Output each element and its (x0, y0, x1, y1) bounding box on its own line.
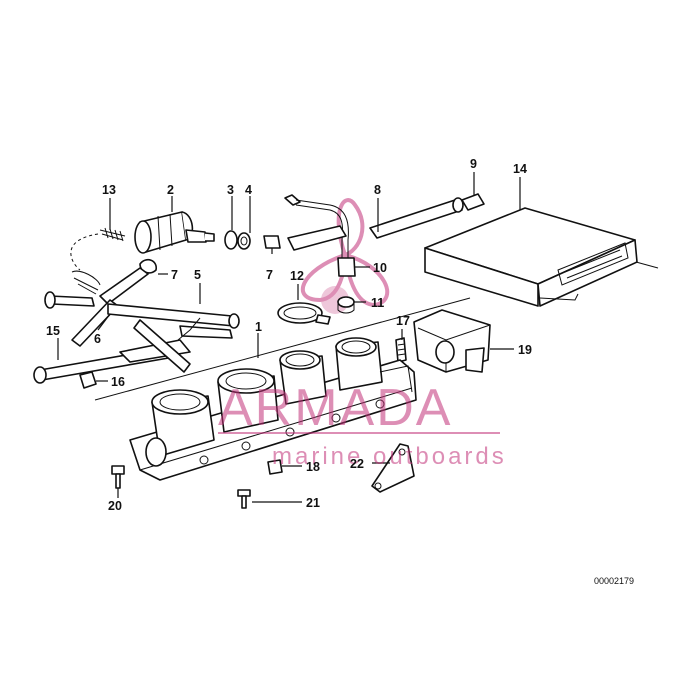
callout-13: 13 (102, 183, 116, 197)
callout-8: 8 (374, 183, 381, 197)
watermark-brand: ARMADA (218, 379, 452, 437)
pressure-regulator (134, 211, 215, 254)
throttle-body-assembly (129, 337, 417, 481)
callout-5: 5 (194, 268, 201, 282)
callout-15: 15 (46, 324, 60, 338)
callout-labels: 13 2 3 4 8 9 14 7 7 5 12 10 11 1 6 15 16… (46, 157, 532, 513)
bolts-and-bracket (111, 443, 415, 509)
watermark-tagline: marine outboards (272, 443, 507, 470)
callout-17: 17 (396, 314, 410, 328)
callout-7b: 7 (266, 268, 273, 282)
leader-lines (57, 172, 521, 503)
clamp-and-seal (277, 296, 355, 325)
callout-19: 19 (518, 343, 532, 357)
spring-hose (70, 227, 126, 295)
callout-20: 20 (108, 499, 122, 513)
callout-21: 21 (306, 496, 320, 510)
callout-4: 4 (245, 183, 252, 197)
callout-3: 3 (227, 183, 234, 197)
callout-14: 14 (513, 162, 527, 176)
callout-9: 9 (470, 157, 477, 171)
callout-11: 11 (371, 296, 384, 310)
ecu-module (424, 207, 659, 307)
callout-12: 12 (290, 269, 304, 283)
callout-18: 18 (306, 460, 320, 474)
coolant-pipes (33, 267, 471, 401)
callout-16: 16 (111, 375, 125, 389)
washer-and-nut (139, 230, 281, 274)
diagram-reference-code: 00002179 (594, 576, 635, 586)
temp-sensor (395, 337, 407, 363)
callout-2: 2 (167, 183, 174, 197)
callout-1: 1 (255, 320, 262, 334)
idle-actuator (413, 309, 491, 373)
callout-6: 6 (94, 332, 101, 346)
callout-10: 10 (373, 261, 387, 275)
callout-22: 22 (350, 457, 364, 471)
callout-7a: 7 (171, 268, 178, 282)
fuel-line (284, 193, 485, 277)
